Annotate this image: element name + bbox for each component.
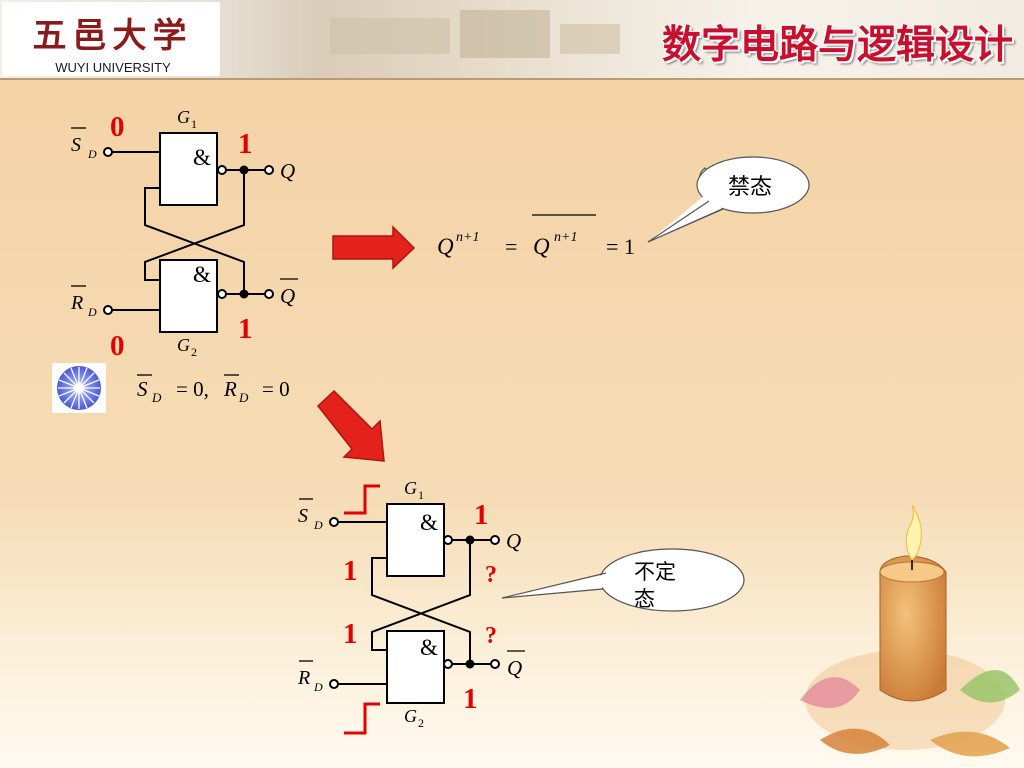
top-s-input-label: S xyxy=(71,134,81,156)
top-qbar-output-label: Q xyxy=(280,284,295,308)
bottom-q-value: 1 xyxy=(474,499,489,531)
top-q-terminal xyxy=(264,165,274,175)
top-gate-g1 xyxy=(159,132,218,206)
bottom-feedback-top-value: 1 xyxy=(343,555,358,587)
cond-r-subscript: D xyxy=(238,390,249,405)
bottom-r-rising-edge-icon xyxy=(344,702,380,735)
campus-building-image xyxy=(330,18,450,54)
bottom-gate-g1 xyxy=(386,503,445,577)
logo-english-text: WUYI UNIVERSITY xyxy=(55,60,171,75)
top-r-input-terminal xyxy=(103,305,113,315)
top-flipflop-circuit xyxy=(103,132,274,333)
top-qbar-value: 1 xyxy=(238,313,253,345)
bottom-qbar-value: 1 xyxy=(463,683,478,715)
top-s-input-terminal xyxy=(103,147,113,157)
bottom-r-input-label: R xyxy=(297,667,310,689)
bottom-s-rising-edge-icon xyxy=(344,484,380,515)
bottom-r-input-subscript: D xyxy=(313,680,323,694)
cond-s-subscript: D xyxy=(151,390,162,405)
top-q-output-label: Q xyxy=(280,159,295,183)
top-s-input-subscript: D xyxy=(87,147,97,161)
eq-qbar: Q xyxy=(533,234,550,259)
bottom-feedback-qbar-to-g1 xyxy=(371,557,471,664)
top-g2-subscript: 2 xyxy=(191,345,197,359)
bottom-q-unknown-mark: ? xyxy=(485,562,497,588)
candle-decoration-image xyxy=(800,504,1020,757)
eq-q: Q xyxy=(437,234,454,259)
bottom-flipflop-circuit xyxy=(329,503,500,704)
top-g1-output-bubble xyxy=(217,165,227,175)
slide-title: 数字电路与逻辑设计 xyxy=(661,23,1013,68)
top-r-input-label: R xyxy=(70,292,83,314)
down-right-arrow xyxy=(316,389,385,462)
callout-undefined-text-line2: 态 xyxy=(634,587,655,611)
top-g2-and-symbol: & xyxy=(193,262,211,287)
header-divider xyxy=(0,78,1024,80)
bottom-q-terminal xyxy=(490,535,500,545)
top-qbar-terminal xyxy=(264,289,274,299)
campus-building-image-3 xyxy=(560,24,620,54)
cond-r-label: R xyxy=(223,377,237,401)
bottom-s-input-label: S xyxy=(298,505,308,527)
bottom-g1-and-symbol: & xyxy=(420,510,438,535)
eq-qbar-superscript: n+1 xyxy=(554,230,577,245)
callout-undefined-text-line1: 不定 xyxy=(634,560,676,584)
bottom-g2-output-bubble xyxy=(443,659,453,669)
bottom-g2-subscript: 2 xyxy=(418,716,424,730)
callout-undefined-bubble xyxy=(501,548,745,612)
bottom-qbar-terminal xyxy=(490,659,500,669)
sparkle-bullet-icon xyxy=(52,363,106,413)
top-g1-and-symbol: & xyxy=(193,145,211,170)
top-feedback-qbar-to-g1 xyxy=(144,187,245,294)
bottom-qbar-unknown-mark: ? xyxy=(485,623,497,649)
bottom-g2-and-symbol: & xyxy=(420,635,438,660)
bottom-g1-label: G xyxy=(404,478,417,498)
bottom-g1-output-bubble xyxy=(443,535,453,545)
bottom-s-input-subscript: D xyxy=(313,518,323,532)
bottom-g2-label: G xyxy=(404,706,417,726)
top-r-input-subscript: D xyxy=(87,305,97,319)
top-gate-g2 xyxy=(159,259,218,333)
callout-forbidden-text: 禁态 xyxy=(728,175,772,200)
top-g2-output-bubble xyxy=(217,289,227,299)
bottom-feedback-q-to-g2 xyxy=(371,540,471,651)
logo-chinese-text: 五邑大学 xyxy=(32,16,193,56)
bottom-gate-g2 xyxy=(386,630,445,704)
top-r-value: 0 xyxy=(110,330,125,362)
bottom-qbar-output-label: Q xyxy=(507,656,522,680)
top-s-value: 0 xyxy=(110,111,125,143)
bottom-q-output-label: Q xyxy=(506,529,521,553)
eq-equals-one: = 1 xyxy=(606,234,635,259)
campus-building-image-2 xyxy=(460,10,550,58)
eq-q-superscript: n+1 xyxy=(456,230,479,245)
eq-equals1: = xyxy=(505,234,517,259)
bottom-s-input-terminal xyxy=(329,517,339,527)
university-logo: 五邑大学 WUYI UNIVERSITY xyxy=(2,2,220,76)
callout-forbidden-bubble xyxy=(647,156,810,243)
bottom-g1-subscript: 1 xyxy=(418,488,424,502)
top-g1-subscript: 1 xyxy=(191,117,197,131)
cond-s-label: S xyxy=(137,377,148,401)
cond-eq2: = 0 xyxy=(262,377,290,401)
bottom-r-input-terminal xyxy=(329,679,339,689)
right-arrow xyxy=(332,225,416,270)
cond-eq1: = 0, xyxy=(176,377,209,401)
top-g1-label: G xyxy=(177,107,190,127)
bottom-feedback-bottom-value: 1 xyxy=(343,618,358,650)
top-q-value: 1 xyxy=(238,128,253,160)
top-feedback-q-to-g2 xyxy=(144,170,245,281)
top-g2-label: G xyxy=(177,335,190,355)
